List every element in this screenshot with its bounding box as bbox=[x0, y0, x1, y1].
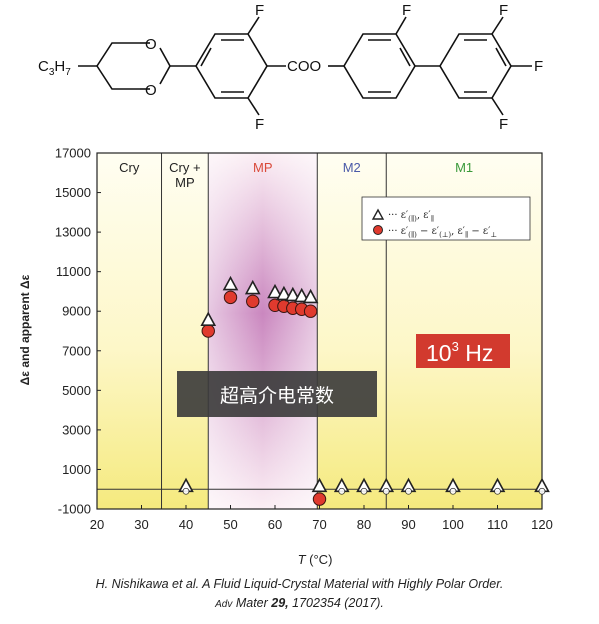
fluorine-label-ring3-top: F bbox=[499, 2, 508, 19]
y-tick-label-7000: 7000 bbox=[62, 343, 91, 358]
x-tick-label-110: 110 bbox=[487, 517, 508, 532]
alkyl-label: C3H7 bbox=[38, 58, 71, 78]
data-point-circle-45[interactable] bbox=[201, 324, 215, 338]
data-point-circle-40[interactable] bbox=[182, 487, 190, 495]
x-tick-label-80: 80 bbox=[357, 517, 371, 532]
x-tick-label-40: 40 bbox=[179, 517, 193, 532]
y-tick-label-17000: 17000 bbox=[55, 146, 91, 161]
y-tick-label-1000: 1000 bbox=[62, 462, 91, 477]
data-point-circle-120[interactable] bbox=[538, 487, 546, 495]
y-tick-label-5000: 5000 bbox=[62, 383, 91, 398]
legend: ··· ε′(∥), ε′∥ ··· ε′(∥) − ε′(⊥), ε′∥ − … bbox=[361, 196, 531, 241]
data-point-circle-80[interactable] bbox=[360, 487, 368, 495]
x-tick-label-70: 70 bbox=[312, 517, 326, 532]
x-tick-label-120: 120 bbox=[531, 517, 553, 532]
svg-text:103 Hz: 103 Hz bbox=[426, 339, 493, 366]
fluorine-label-ring1-bottom: F bbox=[255, 116, 264, 133]
frequency-badge: 103 Hz bbox=[416, 334, 510, 368]
phase-label-cry: Cry bbox=[119, 160, 140, 175]
data-point-circle-100[interactable] bbox=[449, 487, 457, 495]
data-point-circle-50[interactable] bbox=[223, 290, 238, 305]
data-point-triangle-66[interactable] bbox=[293, 287, 310, 303]
y-tick-label-15000: 15000 bbox=[55, 185, 91, 200]
phase-region-mp-sheen bbox=[208, 153, 318, 509]
y-tick-label-3000: 3000 bbox=[62, 422, 91, 437]
legend-triangle-marker bbox=[371, 208, 385, 220]
fluorine-label-ring1-top: F bbox=[255, 2, 264, 19]
data-point-triangle-70[interactable] bbox=[311, 477, 328, 493]
data-point-triangle-45[interactable] bbox=[200, 311, 217, 326]
y-tick-label--1000: -1000 bbox=[58, 502, 91, 517]
y-tick-label-13000: 13000 bbox=[55, 225, 91, 240]
legend-circle-marker bbox=[373, 225, 383, 235]
phase-label-m2: M2 bbox=[343, 160, 361, 175]
data-point-circle-110[interactable] bbox=[494, 487, 501, 495]
svg-text:超高介电常数: 超高介电常数 bbox=[220, 385, 334, 407]
phase-label-mp: MP bbox=[253, 160, 273, 175]
x-tick-label-20: 20 bbox=[90, 517, 104, 532]
molecular-structure: C3H7 O O F F COO F F F F bbox=[38, 2, 543, 133]
x-tick-label-90: 90 bbox=[401, 517, 415, 532]
data-point-circle-55[interactable] bbox=[246, 294, 260, 309]
x-tick-label-60: 60 bbox=[268, 517, 282, 532]
x-axis-label: T (°C) bbox=[298, 552, 333, 567]
data-point-triangle-50[interactable] bbox=[222, 275, 239, 291]
fluorine-label-ring3-para: F bbox=[534, 58, 543, 75]
data-point-circle-68[interactable] bbox=[303, 304, 318, 318]
data-point-triangle-68[interactable] bbox=[302, 288, 319, 304]
y-tick-label-11000: 11000 bbox=[56, 264, 91, 279]
data-point-triangle-64[interactable] bbox=[284, 286, 301, 302]
phase-label-cry-mp-line2: MP bbox=[175, 175, 195, 190]
data-point-triangle-62[interactable] bbox=[276, 285, 292, 301]
phase-label-m1: M1 bbox=[455, 160, 473, 175]
data-point-circle-75[interactable] bbox=[338, 487, 346, 495]
data-point-circle-70[interactable] bbox=[312, 492, 327, 506]
fluorine-label-ring2: F bbox=[402, 2, 411, 19]
oxygen-label-bottom: O bbox=[145, 82, 157, 99]
caption-line-2: Adv Mater 29, 1702354 (2017). bbox=[215, 596, 384, 610]
legend-entry-1: ··· ε′(∥), ε′∥ bbox=[388, 210, 434, 223]
ester-label: COO bbox=[287, 58, 321, 75]
data-point-circle-90[interactable] bbox=[405, 487, 412, 495]
y-axis-label: Δε and apparent Δε bbox=[18, 274, 32, 385]
fluorine-label-ring3-bottom: F bbox=[499, 116, 508, 133]
figure-caption: H. Nishikawa et al. A Fluid Liquid-Cryst… bbox=[0, 575, 599, 614]
x-tick-label-30: 30 bbox=[134, 517, 148, 532]
data-point-triangle-55[interactable] bbox=[244, 279, 261, 295]
x-tick-label-50: 50 bbox=[223, 517, 237, 532]
caption-line-1: H. Nishikawa et al. A Fluid Liquid-Cryst… bbox=[95, 577, 504, 591]
data-point-triangle-60[interactable] bbox=[267, 283, 283, 299]
y-tick-label-9000: 9000 bbox=[62, 304, 91, 319]
high-dielectric-annotation: 超高介电常数 bbox=[177, 371, 377, 417]
data-point-circle-85[interactable] bbox=[382, 487, 390, 495]
x-tick-label-100: 100 bbox=[442, 517, 464, 532]
oxygen-label-top: O bbox=[145, 36, 157, 53]
phase-label-cry-mp-line1: Cry + bbox=[169, 160, 200, 175]
